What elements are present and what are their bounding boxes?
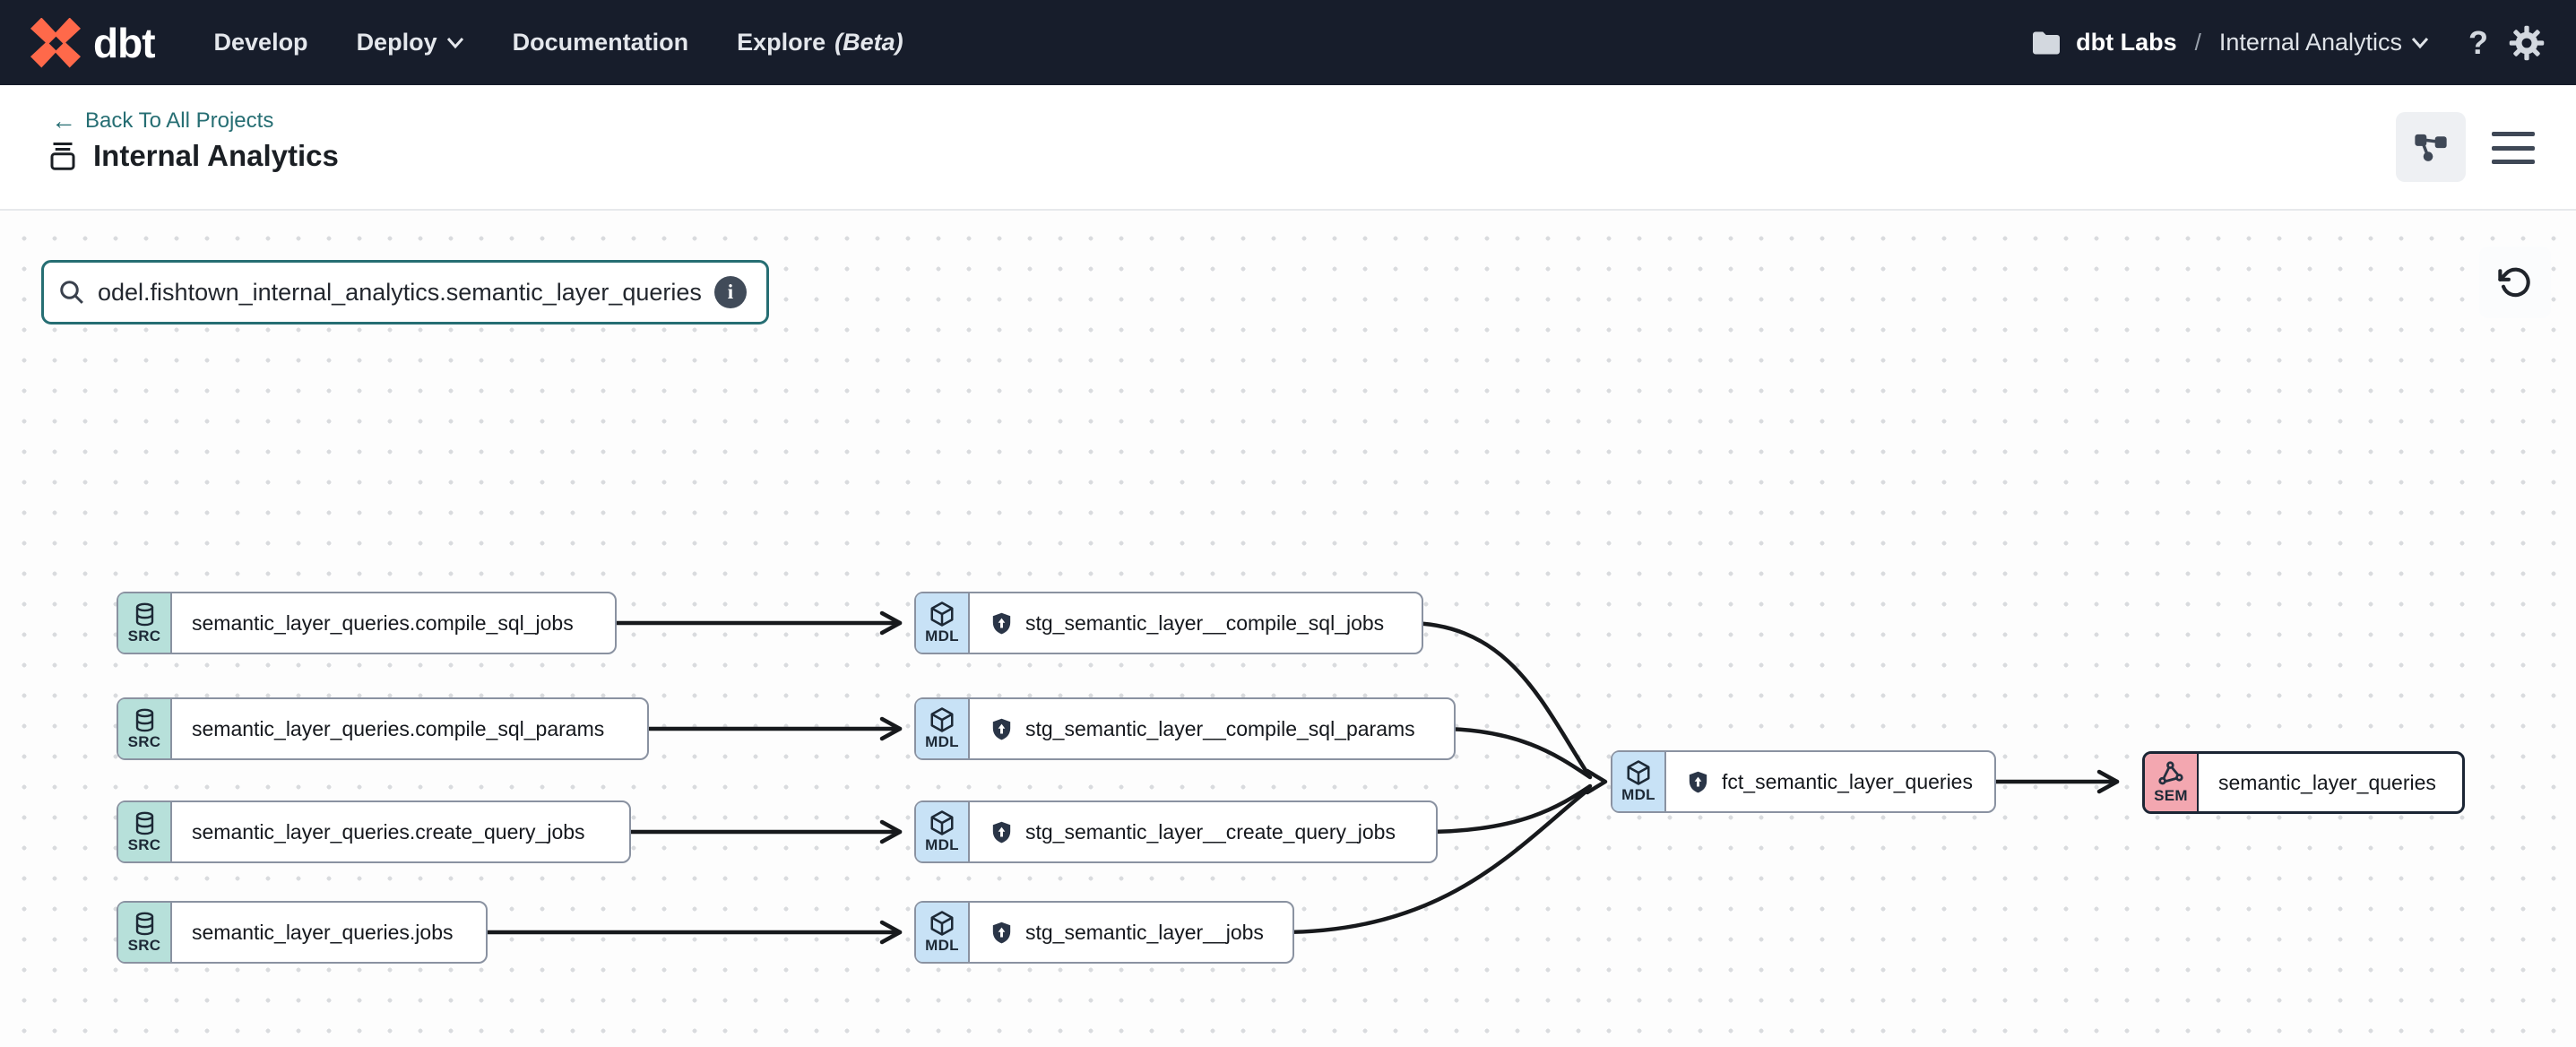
shield-protected-icon — [1686, 770, 1710, 794]
shield-protected-icon — [990, 717, 1014, 741]
node-label: stg_semantic_layer__jobs — [1025, 920, 1264, 944]
lineage-node-src2[interactable]: SRC semantic_layer_queries.compile_sql_pa… — [117, 697, 649, 760]
node-type-badge: SRC — [118, 699, 172, 758]
shield-protected-icon — [990, 611, 1014, 636]
search-value[interactable]: odel.fishtown_internal_analytics.semanti… — [98, 278, 702, 306]
lineage-node-mdl2[interactable]: MDL stg_semantic_layer__compile_sql_param… — [914, 697, 1456, 760]
project-title-row: Internal Analytics — [47, 139, 339, 173]
back-to-all-projects-link[interactable]: ← Back To All Projects — [51, 107, 274, 134]
beta-tag: (Beta) — [834, 29, 903, 56]
node-label: stg_semantic_layer__compile_sql_jobs — [1025, 610, 1385, 635]
lineage-view-button[interactable] — [2396, 112, 2466, 182]
database-icon — [132, 601, 158, 627]
nav-item-explore[interactable]: Explore (Beta) — [737, 29, 903, 56]
model-cube-icon — [929, 809, 955, 836]
lineage-node-sem[interactable]: SEM semantic_layer_queries — [2142, 751, 2465, 814]
node-label: stg_semantic_layer__create_query_jobs — [1025, 819, 1396, 844]
undo-reset-icon — [2498, 267, 2530, 298]
nav-item-deploy[interactable]: Deploy — [357, 29, 464, 56]
node-label: fct_semantic_layer_queries — [1722, 769, 1973, 793]
model-cube-icon — [929, 910, 955, 937]
breadcrumb-separator: / — [2194, 29, 2201, 56]
shield-protected-icon — [990, 921, 1014, 945]
database-icon — [132, 911, 158, 937]
info-icon[interactable]: i — [713, 276, 747, 308]
nav-item-documentation[interactable]: Documentation — [512, 29, 689, 56]
node-type-label: MDL — [925, 836, 959, 853]
shield-protected-icon — [990, 820, 1014, 844]
lineage-node-fct[interactable]: MDL fct_semantic_layer_queries — [1611, 750, 1996, 813]
nav-item-develop[interactable]: Develop — [213, 29, 308, 56]
lineage-edges — [474, 610, 2120, 945]
node-label: semantic_layer_queries.compile_sql_jobs — [192, 610, 574, 635]
node-type-badge: SRC — [118, 802, 172, 861]
node-type-label: MDL — [925, 937, 959, 954]
lineage-graph-icon — [2415, 134, 2447, 161]
node-label: semantic_layer_queries.jobs — [192, 920, 454, 944]
project-switcher[interactable]: Internal Analytics — [2219, 29, 2429, 56]
node-type-badge: SRC — [118, 593, 172, 653]
help-icon[interactable]: ? — [2468, 23, 2488, 61]
model-cube-icon — [929, 601, 955, 627]
lineage-node-mdl4[interactable]: MDL stg_semantic_layer__jobs — [914, 901, 1294, 964]
page-title: Internal Analytics — [93, 139, 339, 172]
node-type-label: MDL — [1621, 786, 1655, 803]
folder-icon — [2033, 30, 2061, 55]
settings-gear-icon[interactable] — [2508, 24, 2546, 62]
node-label: semantic_layer_queries.compile_sql_param… — [192, 716, 605, 740]
node-type-badge: MDL — [1612, 752, 1666, 811]
dbt-logo-icon[interactable] — [30, 17, 81, 68]
database-icon — [132, 707, 158, 733]
node-type-badge: SEM — [2145, 754, 2199, 811]
menu-hamburger-button[interactable] — [2490, 126, 2537, 169]
node-type-label: SRC — [127, 627, 161, 645]
node-type-label: SRC — [127, 936, 161, 954]
node-type-label: SEM — [2154, 787, 2188, 804]
top-nav-bar: dbt Develop Deploy Documentation Explore… — [0, 0, 2576, 85]
node-label: semantic_layer_queries — [2218, 770, 2436, 794]
lineage-search-input[interactable]: odel.fishtown_internal_analytics.semanti… — [41, 260, 769, 324]
node-type-label: SRC — [127, 732, 161, 750]
brand-wordmark: dbt — [93, 19, 156, 66]
search-icon — [60, 281, 83, 304]
project-header: ← Back To All Projects Internal Analytic… — [0, 85, 2576, 211]
node-type-badge: MDL — [916, 593, 970, 653]
lineage-node-mdl1[interactable]: MDL stg_semantic_layer__compile_sql_jobs — [914, 592, 1423, 654]
model-cube-icon — [1625, 759, 1652, 786]
project-icon — [50, 143, 75, 170]
node-type-label: SRC — [127, 835, 161, 853]
lineage-node-src4[interactable]: SRC semantic_layer_queries.jobs — [117, 901, 488, 964]
primary-nav: Develop Deploy Documentation Explore (Be… — [214, 29, 903, 56]
semantic-model-icon — [2157, 760, 2184, 787]
reset-view-button[interactable] — [2479, 247, 2551, 318]
model-cube-icon — [929, 706, 955, 733]
node-type-badge: MDL — [916, 903, 970, 962]
lineage-node-mdl3[interactable]: MDL stg_semantic_layer__create_query_jobs — [914, 800, 1438, 863]
chevron-down-icon — [446, 37, 463, 48]
node-label: stg_semantic_layer__compile_sql_params — [1025, 716, 1415, 740]
node-type-label: MDL — [925, 733, 959, 750]
lineage-node-src3[interactable]: SRC semantic_layer_queries.create_query_j… — [117, 800, 631, 863]
nav-account-area: dbt Labs / Internal Analytics ? — [2031, 24, 2546, 62]
node-type-badge: MDL — [916, 802, 970, 861]
node-label: semantic_layer_queries.create_query_jobs — [192, 819, 585, 844]
chevron-down-icon — [2411, 37, 2429, 48]
back-arrow-icon: ← — [51, 107, 76, 134]
database-icon — [132, 810, 158, 836]
node-type-badge: MDL — [916, 699, 970, 758]
node-type-label: MDL — [925, 627, 959, 645]
lineage-node-src1[interactable]: SRC semantic_layer_queries.compile_sql_jo… — [117, 592, 617, 654]
node-type-badge: SRC — [118, 903, 172, 962]
lineage-canvas[interactable]: odel.fishtown_internal_analytics.semanti… — [0, 211, 2576, 1047]
account-name[interactable]: dbt Labs — [2076, 29, 2177, 56]
